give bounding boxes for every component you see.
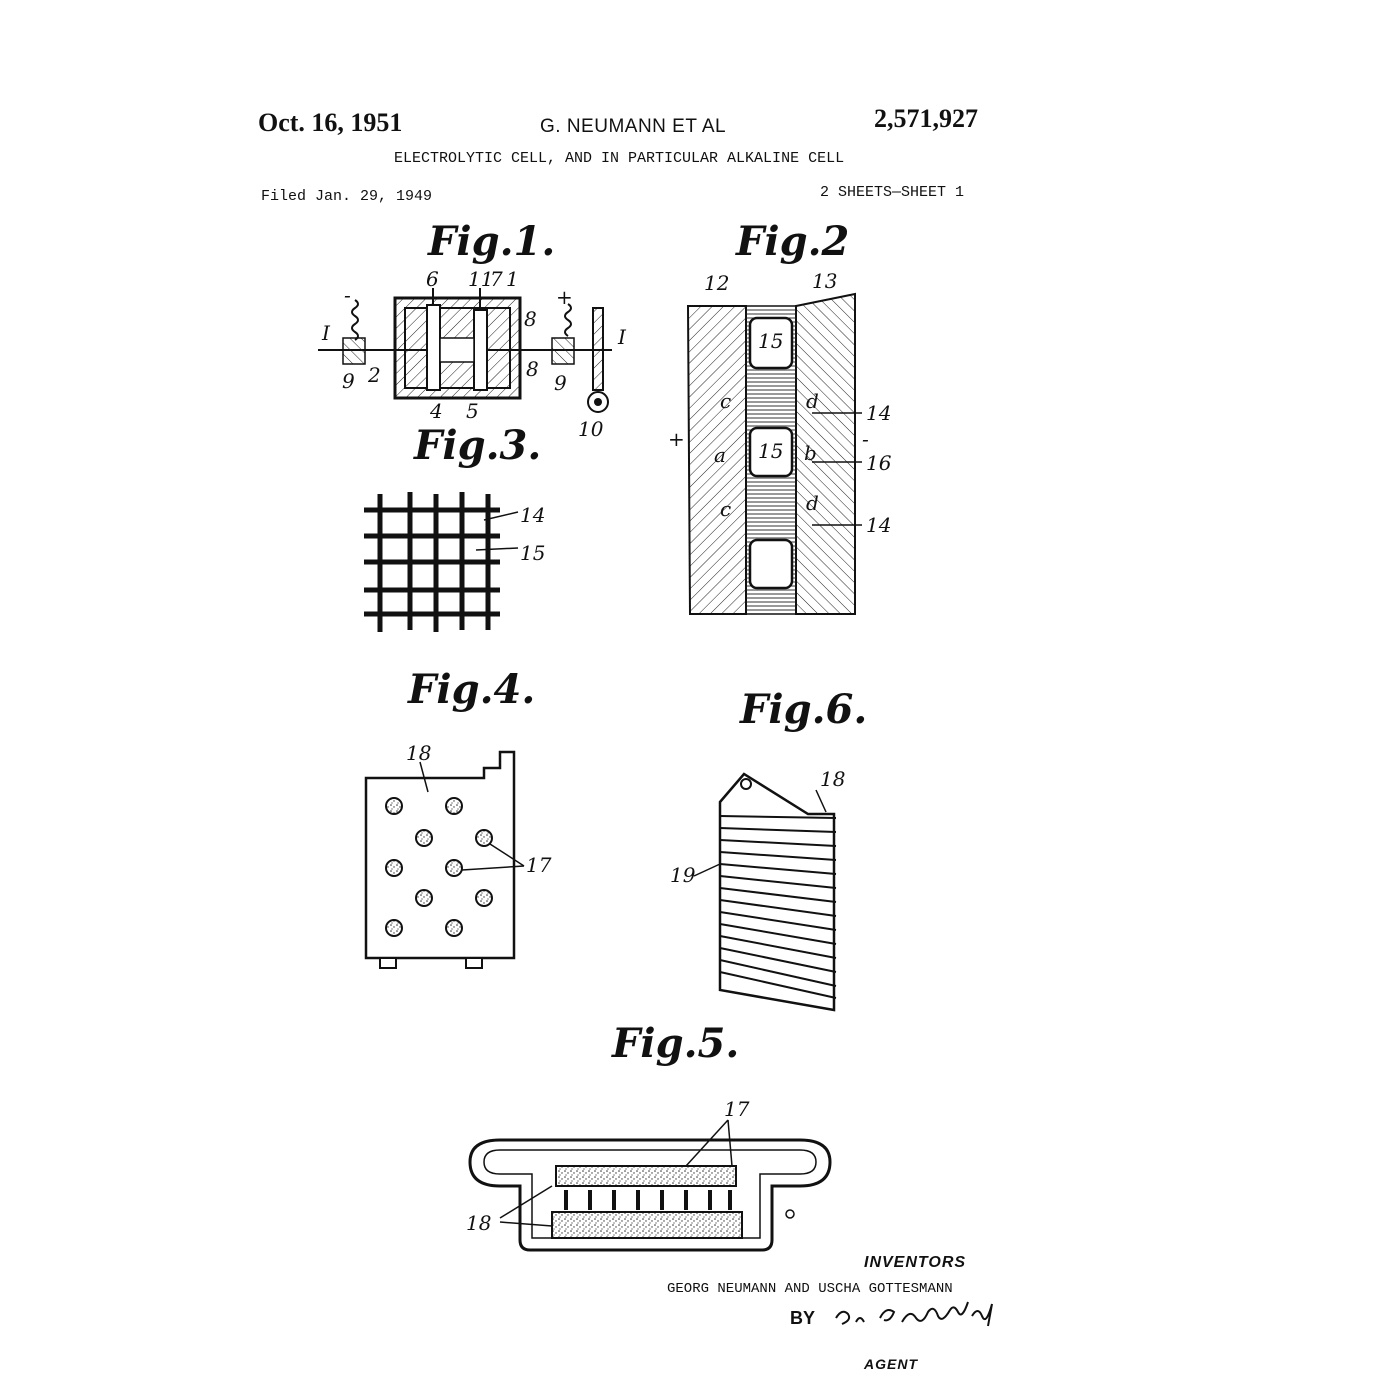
fig1-plus-sign: + <box>556 285 573 309</box>
fig5-label: Fig.5. <box>612 1020 740 1067</box>
fig1-numeral-8-bottom: 8 <box>526 357 539 381</box>
agent-label: AGENT <box>864 1356 918 1372</box>
fig1-numeral-2: 2 <box>367 363 381 387</box>
fig3-drawing: 14 15 <box>364 492 545 632</box>
fig5-numeral-18: 18 <box>466 1211 491 1235</box>
fig1-label: Fig.1. <box>428 218 556 265</box>
fig1-numeral-I-right: I <box>617 325 627 349</box>
inventors-heading: INVENTORS <box>864 1254 967 1271</box>
fig2-drawing: 12 13 15 15 c a c d b d 14 16 14 + - <box>668 269 892 615</box>
fig1-numeral-1: 1 <box>506 267 519 291</box>
fig4-numeral-18: 18 <box>406 741 431 765</box>
fig1-minus-sign: - <box>344 283 351 307</box>
fig1-drawing: 6 11 7 1 I 2 9 8 8 9 I 4 5 10 - + <box>318 267 627 441</box>
fig1-numeral-4: 4 <box>429 399 443 423</box>
fig1-numeral-9-right: 9 <box>554 371 567 395</box>
fig2-numeral-14-bottom: 14 <box>866 513 891 537</box>
fig6-numeral-19: 19 <box>670 863 696 887</box>
inventor-names: GEORG NEUMANN AND USCHA GOTTESMANN <box>667 1281 953 1297</box>
fig2-letter-c-bottom: c <box>720 497 731 521</box>
fig6-label: Fig.6. <box>740 686 868 733</box>
fig2-numeral-15-top: 15 <box>758 329 783 353</box>
fig1-numeral-6: 6 <box>426 267 439 291</box>
fig6-drawing: 18 19 <box>670 767 845 1012</box>
fig2-letter-d-bottom: d <box>806 491 819 515</box>
sheet-indicator: 2 SHEETS—SHEET 1 <box>820 184 965 201</box>
fig1-numeral-10: 10 <box>578 417 604 441</box>
fig1-numeral-7: 7 <box>490 267 503 291</box>
filed-date: Filed Jan. 29, 1949 <box>261 188 433 205</box>
by-label: BY <box>790 1308 816 1328</box>
fig3-label: Fig.3. <box>414 422 542 469</box>
agent-signature <box>835 1301 993 1327</box>
fig2-letter-c-top: c <box>720 389 731 413</box>
fig3-numeral-15: 15 <box>520 541 545 565</box>
fig4-label: Fig.4. <box>408 666 536 713</box>
fig2-numeral-13: 13 <box>812 269 837 293</box>
fig2-minus-sign: - <box>862 427 869 451</box>
fig2-numeral-16: 16 <box>866 451 892 475</box>
patent-number: 2,571,927 <box>874 104 978 133</box>
fig2-letter-d-top: d <box>806 389 819 413</box>
fig5-numeral-17: 17 <box>724 1097 750 1121</box>
fig5-drawing: 17 18 <box>466 1097 832 1252</box>
fig2-numeral-15-mid: 15 <box>758 439 783 463</box>
fig1-numeral-5: 5 <box>466 399 479 423</box>
fig4-numeral-17: 17 <box>526 853 552 877</box>
patent-title: ELECTROLYTIC CELL, AND IN PARTICULAR ALK… <box>394 150 845 167</box>
fig2-plus-sign: + <box>668 427 685 451</box>
fig2-letter-b: b <box>804 441 817 465</box>
fig3-numeral-14: 14 <box>520 503 545 527</box>
fig4-drawing: 18 17 <box>364 741 552 969</box>
inventor-header: G. NEUMANN ET AL <box>540 116 727 137</box>
fig6-numeral-18: 18 <box>820 767 845 791</box>
fig2-numeral-14-top: 14 <box>866 401 891 425</box>
fig1-numeral-I-left: I <box>321 321 331 345</box>
fig2-label: Fig.2 <box>736 218 850 265</box>
patent-date: Oct. 16, 1951 <box>258 108 403 137</box>
fig1-numeral-9-left: 9 <box>342 369 355 393</box>
fig2-letter-a: a <box>714 443 726 467</box>
fig1-numeral-11: 11 <box>468 267 493 291</box>
fig2-numeral-12: 12 <box>704 271 729 295</box>
fig1-numeral-8-top: 8 <box>524 307 537 331</box>
